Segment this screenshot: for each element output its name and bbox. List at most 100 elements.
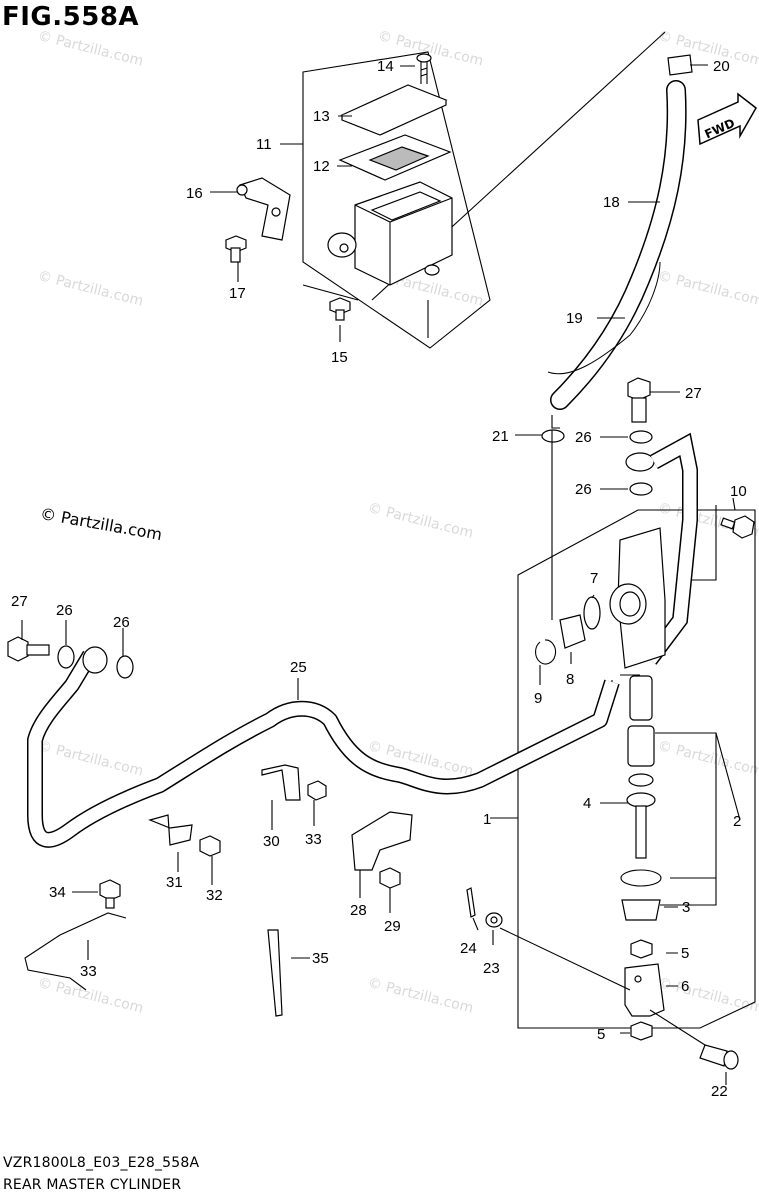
figure-name: REAR MASTER CYLINDER xyxy=(3,1177,182,1193)
callout-label: 26 xyxy=(56,602,73,619)
hose-protector xyxy=(547,261,661,375)
piston xyxy=(627,725,655,767)
reservoir-group-frame xyxy=(302,51,491,349)
callout-label: 23 xyxy=(483,960,500,977)
callout-label: 19 xyxy=(566,310,583,327)
washer xyxy=(629,430,653,444)
nut xyxy=(630,1021,653,1041)
callout-label: 27 xyxy=(685,385,702,402)
clevis-pin-head xyxy=(723,1050,739,1070)
reservoir-body-edges xyxy=(354,197,453,285)
callout-label: 35 xyxy=(312,950,329,967)
nut xyxy=(630,939,653,959)
brake-hose-outline xyxy=(27,650,620,848)
reservoir-opening xyxy=(370,191,442,221)
diaphragm xyxy=(368,146,430,171)
o-ring xyxy=(583,596,601,630)
leader-line xyxy=(690,505,717,581)
callout-label: 13 xyxy=(313,108,330,125)
callout-label: 31 xyxy=(166,874,183,891)
callout-label: 6 xyxy=(681,978,689,995)
circlip xyxy=(535,639,557,665)
hose-clamp xyxy=(541,429,565,443)
reservoir-hose xyxy=(551,81,686,409)
mount-hole xyxy=(339,243,349,253)
callout-label: 20 xyxy=(713,58,730,75)
bolt xyxy=(379,867,401,889)
brake-pipe xyxy=(644,435,697,664)
brake-hose xyxy=(28,651,619,847)
callout-label: 2 xyxy=(733,813,741,830)
bolt xyxy=(199,835,221,857)
callout-label: 12 xyxy=(313,158,330,175)
clevis xyxy=(624,963,665,1017)
washer xyxy=(116,655,134,679)
callout-label: 1 xyxy=(483,811,491,828)
reservoir-outlet xyxy=(424,264,440,276)
hose-clamp xyxy=(667,54,693,76)
wire-guide xyxy=(24,912,127,991)
master-cylinder-group-frame xyxy=(517,509,756,1029)
callout-label: 4 xyxy=(583,795,591,812)
bracket-hole xyxy=(271,207,281,217)
fwd-arrow: FWD xyxy=(697,92,757,146)
leader-line xyxy=(655,732,717,906)
hose-end xyxy=(551,415,560,429)
screw xyxy=(416,53,432,84)
bolt xyxy=(99,879,121,909)
callout-label: 3 xyxy=(682,899,690,916)
callout-label: 7 xyxy=(590,570,598,587)
callout-label: 15 xyxy=(331,349,348,366)
piston-cup xyxy=(628,773,654,787)
callout-label: 14 xyxy=(377,58,394,75)
pushrod xyxy=(635,805,647,859)
callout-label: 29 xyxy=(384,918,401,935)
callout-label: 10 xyxy=(730,483,747,500)
callout-label: 33 xyxy=(80,963,97,980)
banjo-fitting xyxy=(625,452,655,472)
hose-clamp xyxy=(261,764,301,801)
callout-label: 32 xyxy=(206,887,223,904)
callout-label: 18 xyxy=(603,194,620,211)
callout-label: 24 xyxy=(460,940,477,957)
master-cylinder-port-inner xyxy=(619,591,641,617)
callout-label: 21 xyxy=(492,428,509,445)
callout-label: 5 xyxy=(597,1026,605,1043)
union-bolt xyxy=(627,377,651,423)
callout-leader-lines xyxy=(21,64,741,1085)
callout-label: 27 xyxy=(11,593,28,610)
callout-label: 33 xyxy=(305,831,322,848)
figure-code: VZR1800L8_E03_E28_558A xyxy=(3,1155,200,1171)
callout-label: 26 xyxy=(575,481,592,498)
cotter-pin xyxy=(466,887,476,918)
banjo-fitting xyxy=(82,646,108,674)
pushrod-washer xyxy=(626,792,656,808)
reservoir-cap-edge xyxy=(341,100,447,136)
boot xyxy=(621,899,661,921)
callout-label: 16 xyxy=(186,185,203,202)
figure-title: FIG.558A xyxy=(2,2,140,32)
callout-label: 17 xyxy=(229,285,246,302)
callout-label: 5 xyxy=(681,945,689,962)
callout-label: 28 xyxy=(350,902,367,919)
callout-label: 22 xyxy=(711,1083,728,1100)
washer xyxy=(629,482,653,496)
callout-label: 8 xyxy=(566,671,574,688)
hose-bracket xyxy=(351,811,413,871)
screw xyxy=(720,515,755,539)
bracket xyxy=(239,177,291,241)
callout-label: 34 xyxy=(49,884,66,901)
leader-line xyxy=(302,284,359,301)
hose-joint xyxy=(559,614,586,649)
callout-label: 9 xyxy=(534,690,542,707)
callout-label: 30 xyxy=(263,833,280,850)
bracket-hole xyxy=(236,184,248,196)
bolt xyxy=(329,297,351,321)
clevis-pin xyxy=(699,1044,728,1067)
snap-ring xyxy=(620,869,662,887)
spring xyxy=(629,675,653,721)
leader-line xyxy=(499,927,706,1046)
washer xyxy=(57,645,75,669)
